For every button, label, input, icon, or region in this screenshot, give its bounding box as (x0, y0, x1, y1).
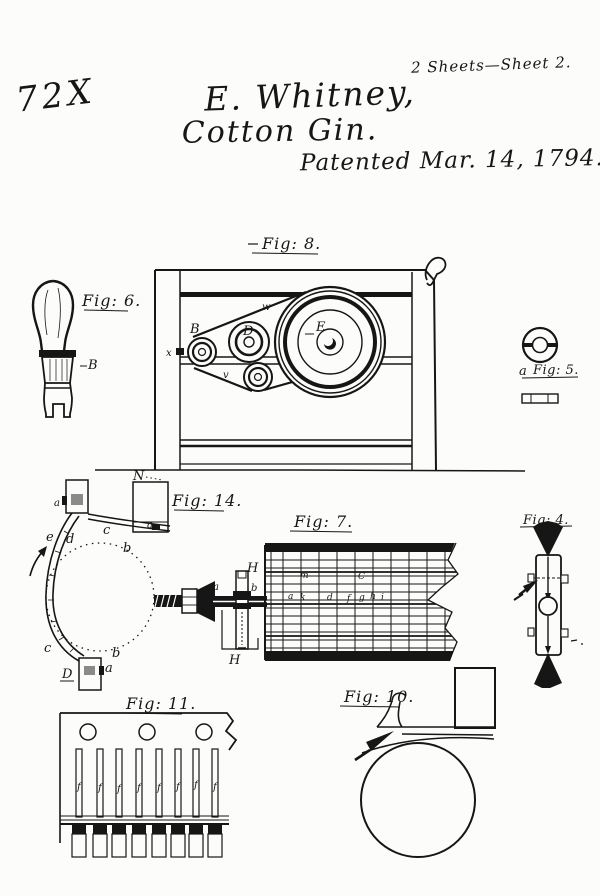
fig8-drawing: Fig: 8. (95, 234, 526, 472)
fig14-label-a-top: a (54, 498, 60, 509)
fig14-label-block-d: D (61, 667, 73, 682)
fig7-label-a: a (213, 582, 219, 593)
large-wheel (273, 285, 387, 399)
fig8-label-d: D (242, 324, 254, 339)
fig6-caption: Fig: 6. (81, 291, 141, 310)
fig11-tooth-mark: f (76, 782, 83, 793)
fig7-row-letter: h (370, 592, 376, 602)
fig7-torn-edge (426, 542, 459, 662)
fig7-row-letter: f (346, 594, 352, 604)
fig7-row-letter: d (327, 593, 333, 603)
belt-bottom (193, 366, 253, 393)
fig8-label-v: v (223, 370, 229, 381)
fig11-tooth-mark: f (193, 780, 200, 791)
middle-pulley (228, 321, 270, 363)
fig11-tooth-mark: f (136, 783, 143, 794)
fig7-drawing: Fig: 7. (154, 512, 459, 668)
fig7-label-b: b (251, 583, 257, 594)
left-pulley (176, 337, 217, 367)
fig4-drawing: Fig: 4. (513, 513, 583, 688)
fig8-label-b: B (189, 322, 200, 337)
fig5-drawing: a Fig: 5. (519, 326, 579, 404)
fig6-drawing: Fig: 6. B (31, 279, 141, 418)
ground-line (95, 469, 526, 472)
fig14-label-n: N (132, 469, 145, 484)
fig10-drawing: Fig: 10. (339, 667, 496, 858)
fig4-top-tuft (533, 521, 563, 557)
fig11-teeth (75, 748, 219, 818)
fig14-dotted-cylinder (45, 542, 155, 652)
fig5-caption: Fig: 5. (532, 363, 579, 378)
fig5-side-view (521, 393, 559, 404)
fig4-bottom-tuft (534, 653, 562, 688)
fig14-drawing: Fig: 14. N e (29, 469, 242, 691)
fig6-label-b: B (87, 358, 98, 373)
fig7-label-cup: C (358, 572, 365, 582)
fig14-n-block (132, 481, 169, 533)
fig11-tooth-mark: f (175, 782, 182, 793)
fig11-tooth-mark: f (212, 782, 219, 793)
fig14-label-b: b (123, 541, 131, 556)
fig5-label-a: a (519, 364, 527, 379)
fig10-arrow (366, 731, 394, 751)
fig10-block (454, 667, 496, 729)
fig10-spout (376, 692, 407, 728)
fig11-tooth-mark: f (97, 783, 104, 794)
fig14-band (45, 512, 85, 662)
fig14-label-a-right: a (105, 661, 113, 676)
fig11-tooth-mark: f (116, 784, 123, 795)
fig7-label-m: m (300, 571, 309, 581)
fig14-label-b2: b (112, 646, 120, 661)
fig7-label-c: c (238, 591, 244, 602)
fig10-cylinder-circle (360, 742, 476, 858)
fig14-label-c2: c (44, 641, 52, 656)
fig7-label-h-bottom: H (228, 653, 241, 668)
crank-knob (424, 256, 447, 287)
fig14-caption: Fig: 14. (171, 491, 242, 510)
fig14-label-a-inner: a (147, 520, 153, 531)
fig8-caption: Fig: 8. (261, 234, 321, 253)
fig11-plate-edge (60, 712, 238, 751)
fig7-row-letter: g (359, 593, 365, 603)
fig14-label-d: d (66, 532, 74, 547)
fig7-label-h-top: H (246, 561, 259, 576)
fig14-label-c: c (103, 523, 111, 538)
fig14-label-e: e (46, 530, 54, 545)
fig7-caption: Fig: 7. (293, 512, 353, 531)
handle-collar (39, 350, 76, 357)
lower-pulley (243, 362, 273, 392)
fig11-drawing: Fig: 11. (59, 694, 238, 858)
fig7-row-letter: k (300, 593, 305, 603)
fig7-cylinder (265, 543, 458, 661)
fig4-arrow (523, 580, 538, 593)
fig11-tooth-mark: f (156, 783, 163, 794)
fig14-arrow (38, 546, 47, 557)
fig11-feet (71, 825, 223, 858)
fig8-label-w: w (262, 302, 271, 313)
fig8-label-x: x (166, 348, 172, 359)
handle-bulb (31, 279, 75, 352)
belt-top (192, 290, 307, 339)
fig7-row-letter: i (381, 593, 384, 603)
fig11-caption: Fig: 11. (125, 694, 196, 713)
fig4-body (535, 554, 562, 656)
fig8-label-e: E (315, 320, 326, 335)
fig7-crosspiece (221, 570, 259, 650)
fig10-caption: Fig: 10. (343, 687, 414, 706)
handle-fork (43, 382, 73, 418)
fig7-row-letter: a (288, 592, 293, 602)
